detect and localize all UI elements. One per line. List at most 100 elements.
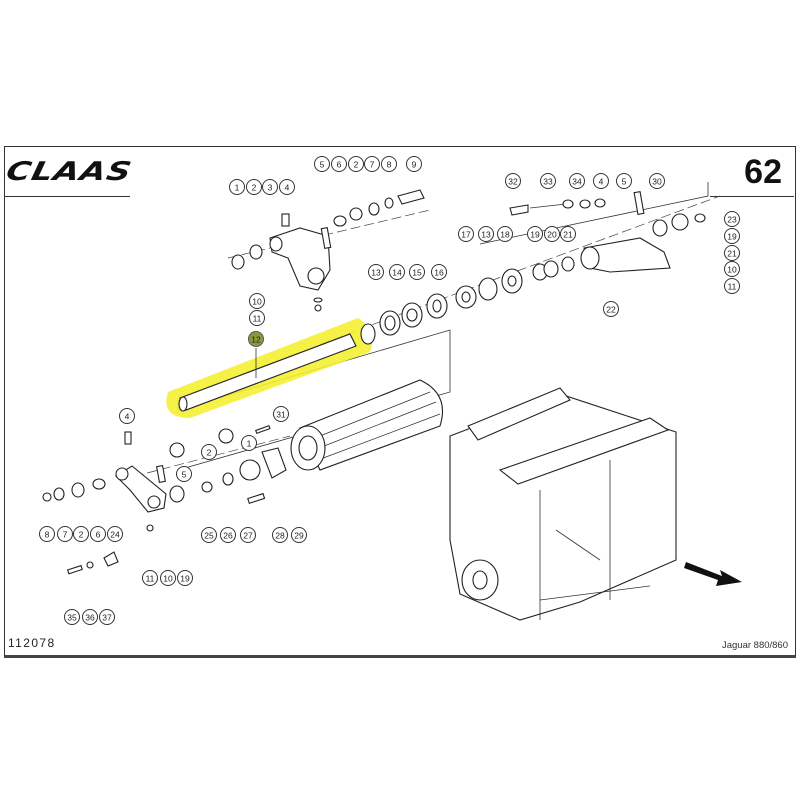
part-callout-19[interactable]: 19 <box>177 570 193 586</box>
part-callout-4[interactable]: 4 <box>593 173 609 189</box>
part-callout-28[interactable]: 28 <box>272 527 288 543</box>
svg-text:10: 10 <box>252 297 262 307</box>
svg-text:2: 2 <box>252 183 257 193</box>
part-callout-3[interactable]: 3 <box>262 179 278 195</box>
direction-arrow-icon <box>684 562 742 586</box>
part-callout-23[interactable]: 23 <box>724 211 740 227</box>
lower-arm-assembly <box>42 425 287 575</box>
svg-text:19: 19 <box>727 232 737 242</box>
part-callout-18[interactable]: 18 <box>497 226 513 242</box>
part-callout-8[interactable]: 8 <box>381 156 397 172</box>
svg-text:5: 5 <box>182 470 187 480</box>
svg-text:5: 5 <box>622 177 627 187</box>
svg-text:33: 33 <box>543 177 553 187</box>
svg-text:5: 5 <box>320 160 325 170</box>
highlighted-shaft-part-12[interactable] <box>166 318 373 418</box>
svg-text:11: 11 <box>146 574 155 584</box>
svg-text:15: 15 <box>412 268 422 278</box>
part-callout-13[interactable]: 13 <box>478 226 494 242</box>
page-number-divider <box>710 196 794 197</box>
part-callout-16[interactable]: 16 <box>431 264 447 280</box>
part-callout-21[interactable]: 21 <box>724 245 740 261</box>
part-callout-11[interactable]: 11 <box>724 278 740 294</box>
svg-text:34: 34 <box>572 177 582 187</box>
part-callout-11[interactable]: 11 <box>142 570 158 586</box>
svg-text:12: 12 <box>251 335 261 345</box>
part-callout-6[interactable]: 6 <box>331 156 347 172</box>
part-callout-27[interactable]: 27 <box>240 527 256 543</box>
part-callout-24[interactable]: 24 <box>107 526 123 542</box>
part-callout-17[interactable]: 17 <box>458 226 474 242</box>
part-callout-34[interactable]: 34 <box>569 173 585 189</box>
part-callout-10[interactable]: 10 <box>160 570 176 586</box>
part-callout-20[interactable]: 20 <box>544 226 560 242</box>
part-callout-2[interactable]: 2 <box>348 156 364 172</box>
svg-text:37: 37 <box>102 613 112 623</box>
part-callout-14[interactable]: 14 <box>389 264 405 280</box>
part-callout-21[interactable]: 21 <box>560 226 576 242</box>
part-callout-10[interactable]: 10 <box>724 261 740 277</box>
part-callout-4[interactable]: 4 <box>279 179 295 195</box>
part-callout-2[interactable]: 2 <box>73 526 89 542</box>
part-callout-1[interactable]: 1 <box>229 179 245 195</box>
part-callout-12[interactable]: 12 <box>248 331 264 347</box>
svg-text:14: 14 <box>392 268 402 278</box>
part-callout-31[interactable]: 31 <box>273 406 289 422</box>
svg-text:19: 19 <box>530 230 540 240</box>
part-callout-10[interactable]: 10 <box>249 293 265 309</box>
svg-text:11: 11 <box>728 282 737 292</box>
part-callout-37[interactable]: 37 <box>99 609 115 625</box>
svg-text:7: 7 <box>63 530 68 540</box>
part-callout-11[interactable]: 11 <box>249 310 265 326</box>
svg-text:31: 31 <box>276 410 286 420</box>
part-callout-13[interactable]: 13 <box>368 264 384 280</box>
part-callout-6[interactable]: 6 <box>90 526 106 542</box>
svg-text:6: 6 <box>96 530 101 540</box>
part-callout-22[interactable]: 22 <box>603 301 619 317</box>
part-callout-5[interactable]: 5 <box>176 466 192 482</box>
svg-text:8: 8 <box>45 530 50 540</box>
svg-text:21: 21 <box>727 249 737 259</box>
svg-text:1: 1 <box>247 439 252 449</box>
part-callout-8[interactable]: 8 <box>39 526 55 542</box>
part-callout-30[interactable]: 30 <box>649 173 665 189</box>
svg-text:1: 1 <box>235 183 240 193</box>
document-id: 112078 <box>8 636 56 650</box>
svg-text:30: 30 <box>652 177 662 187</box>
part-callout-25[interactable]: 25 <box>201 527 217 543</box>
svg-text:10: 10 <box>163 574 173 584</box>
part-callout-33[interactable]: 33 <box>540 173 556 189</box>
svg-text:6: 6 <box>337 160 342 170</box>
svg-text:18: 18 <box>500 230 510 240</box>
svg-text:11: 11 <box>253 314 262 324</box>
part-callout-35[interactable]: 35 <box>64 609 80 625</box>
part-callout-19[interactable]: 19 <box>724 228 740 244</box>
part-callout-32[interactable]: 32 <box>505 173 521 189</box>
svg-text:7: 7 <box>370 160 375 170</box>
chassis-frame <box>449 387 677 621</box>
part-callout-5[interactable]: 5 <box>314 156 330 172</box>
part-callout-2[interactable]: 2 <box>246 179 262 195</box>
svg-text:4: 4 <box>285 183 290 193</box>
svg-text:35: 35 <box>67 613 77 623</box>
part-callout-7[interactable]: 7 <box>364 156 380 172</box>
part-callout-1[interactable]: 1 <box>241 435 257 451</box>
svg-text:19: 19 <box>180 574 190 584</box>
bearing-housing-part-22 <box>509 191 706 273</box>
part-callout-5[interactable]: 5 <box>616 173 632 189</box>
part-callout-36[interactable]: 36 <box>82 609 98 625</box>
part-callout-29[interactable]: 29 <box>291 527 307 543</box>
part-callout-2[interactable]: 2 <box>201 444 217 460</box>
part-callout-15[interactable]: 15 <box>409 264 425 280</box>
svg-text:10: 10 <box>727 265 737 275</box>
part-callout-26[interactable]: 26 <box>220 527 236 543</box>
svg-text:27: 27 <box>243 531 253 541</box>
part-callout-4[interactable]: 4 <box>119 408 135 424</box>
svg-text:36: 36 <box>85 613 95 623</box>
part-callout-7[interactable]: 7 <box>57 526 73 542</box>
part-callout-19[interactable]: 19 <box>527 226 543 242</box>
svg-text:29: 29 <box>294 531 304 541</box>
svg-text:28: 28 <box>275 531 285 541</box>
part-callout-9[interactable]: 9 <box>406 156 422 172</box>
